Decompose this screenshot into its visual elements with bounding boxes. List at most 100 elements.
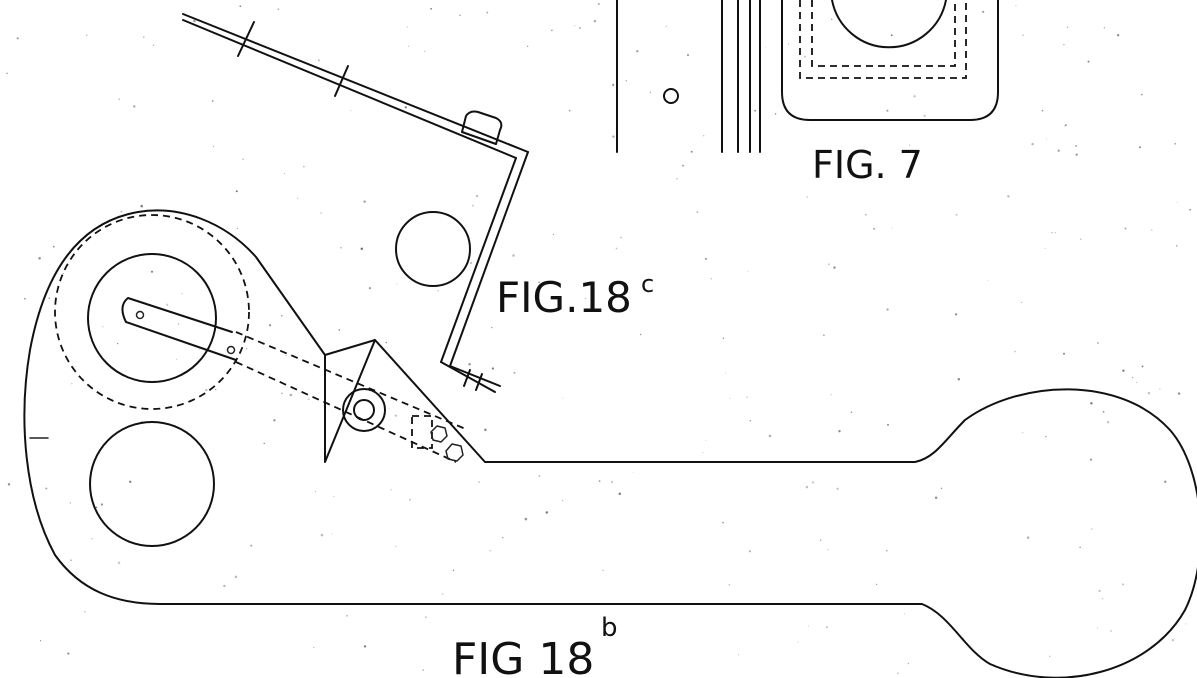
speckle-dot	[830, 18, 833, 21]
speckle-dot	[1185, 623, 1187, 625]
speckle-dot	[1031, 142, 1034, 146]
speckle-dot	[1132, 377, 1134, 379]
speckle-dot	[95, 506, 98, 509]
speckle-dot	[442, 593, 444, 595]
speckle-dot	[584, 297, 586, 299]
speckle-dot	[1057, 149, 1060, 152]
speckle-dot	[940, 487, 943, 490]
speckle-dot	[513, 371, 516, 374]
speckle-dot	[6, 72, 8, 75]
speckle-dot	[639, 333, 642, 336]
speckle-dot	[665, 25, 667, 27]
speckle-dot	[909, 144, 911, 146]
speckle-dot	[746, 396, 748, 398]
speckle-dot	[23, 297, 26, 300]
speckle-dot	[425, 616, 427, 618]
speckle-dot	[774, 113, 777, 115]
speckle-dot	[1075, 153, 1078, 156]
speckle-dot	[48, 297, 51, 299]
speckle-dot	[827, 549, 829, 551]
speckle-dot	[422, 669, 425, 671]
speckle-dot	[1177, 392, 1181, 395]
speckle-dot	[886, 308, 889, 311]
speckle-dot	[618, 492, 622, 495]
speckle-dot	[808, 625, 810, 627]
speckle-dot	[242, 158, 244, 160]
speckle-dot	[1102, 410, 1105, 413]
speckle-dot	[610, 480, 613, 484]
speckle-dot	[822, 334, 825, 337]
speckle-dot	[1121, 583, 1124, 586]
speckle-dot	[239, 5, 242, 8]
speckle-dot	[38, 257, 41, 260]
speckle-dot	[368, 286, 372, 290]
fig18c-superscript: c	[641, 270, 654, 298]
speckle-dot	[551, 29, 553, 32]
speckle-dot	[52, 245, 55, 248]
speckle-dot	[1022, 432, 1024, 434]
speckle-dot	[676, 177, 678, 180]
speckle-dot	[181, 293, 183, 295]
speckle-dot	[385, 341, 387, 344]
speckle-dot	[1124, 227, 1127, 230]
speckle-dot	[71, 383, 73, 385]
fig18b-lower-hole	[89, 421, 215, 547]
speckle-dot	[1159, 388, 1161, 390]
speckle-dot	[728, 584, 730, 586]
speckle-dot	[338, 329, 341, 331]
speckle-dot	[765, 46, 766, 48]
speckle-dot	[1096, 341, 1100, 345]
speckle-dot	[612, 135, 615, 138]
speckle-dot	[702, 452, 704, 454]
speckle-dot	[215, 389, 217, 391]
speckle-dot	[296, 197, 299, 199]
speckle-dot	[632, 471, 634, 473]
fig18b-superscript: b	[601, 613, 618, 643]
speckle-dot	[333, 496, 335, 497]
speckle-dot	[166, 303, 169, 306]
speckle-dot	[579, 27, 581, 29]
speckle-dot	[314, 490, 316, 492]
speckle-dot	[198, 348, 200, 350]
fig7-hole	[663, 88, 679, 104]
speckle-dot	[205, 388, 208, 392]
speckle-dot	[806, 196, 808, 198]
speckle-dot	[235, 190, 238, 193]
speckle-dot	[1174, 142, 1177, 145]
speckle-dot	[452, 569, 455, 572]
speckle-dot	[562, 397, 564, 399]
speckle-dot	[738, 654, 739, 656]
speckle-dot	[747, 271, 749, 273]
speckle-dot	[363, 200, 366, 203]
speckle-dot	[512, 254, 515, 257]
speckle-dot	[150, 270, 154, 273]
speckle-dot	[1164, 480, 1167, 483]
speckle-dot	[117, 342, 119, 345]
speckle-dot	[686, 54, 690, 57]
speckle-dot	[1051, 232, 1053, 234]
speckle-dot	[313, 646, 315, 649]
speckle-dot	[470, 261, 473, 264]
speckle-dot	[696, 211, 699, 213]
speckle-dot	[1020, 301, 1023, 304]
speckle-dot	[886, 549, 888, 552]
speckle-dot	[788, 43, 790, 45]
speckle-dot	[395, 545, 397, 548]
speckle-dot	[396, 283, 398, 285]
speckle-dot	[615, 247, 618, 250]
speckle-dot	[602, 569, 604, 572]
speckle-dot	[62, 273, 64, 274]
speckle-dot	[67, 652, 70, 655]
speckle-dot	[424, 50, 426, 53]
speckle-dot	[212, 145, 215, 148]
speckle-dot	[1091, 528, 1093, 530]
speckle-dot	[320, 533, 324, 537]
speckle-dot	[729, 397, 731, 399]
speckle-dot	[484, 428, 487, 431]
speckle-dot	[307, 398, 310, 401]
speckle-dot	[934, 496, 938, 500]
speckle-dot	[245, 348, 248, 350]
speckle-dot	[1103, 27, 1106, 29]
speckle-dot	[768, 434, 772, 438]
speckle-dot	[890, 34, 893, 37]
